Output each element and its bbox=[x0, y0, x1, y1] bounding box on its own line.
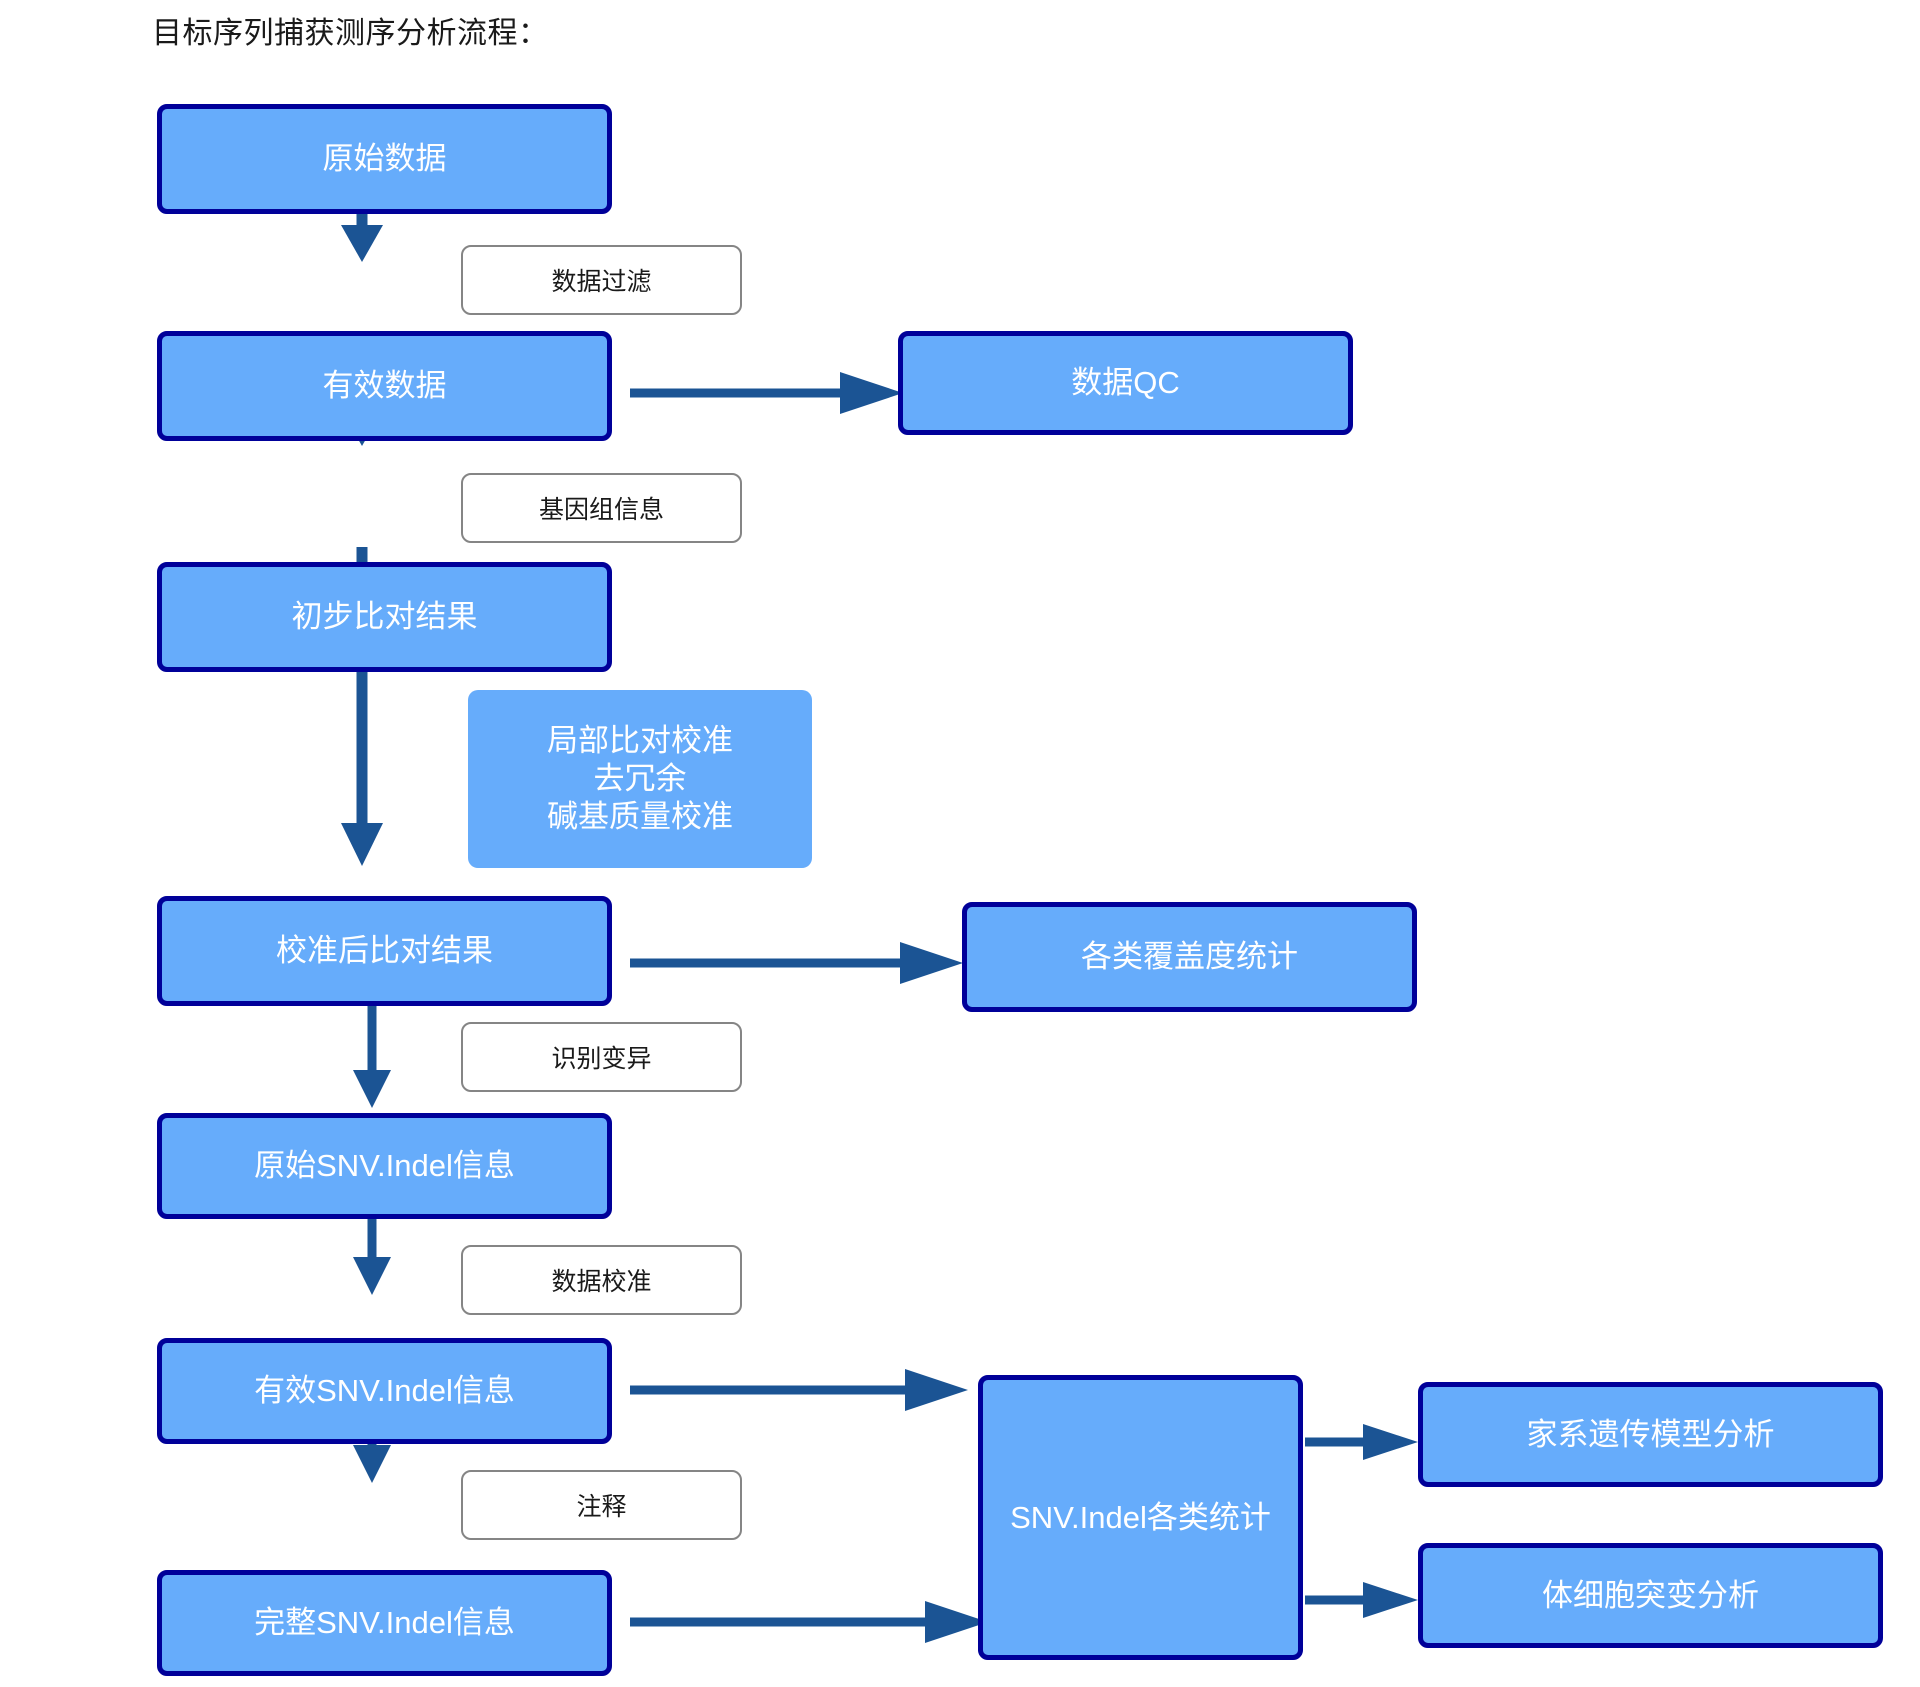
edge-label-data-filter[interactable]: 数据过滤 bbox=[461, 245, 742, 315]
realign-line-3: 碱基质量校准 bbox=[547, 798, 733, 834]
realign-line-2: 去冗余 bbox=[593, 761, 687, 797]
edge-label-data-calibration[interactable]: 数据校准 bbox=[461, 1245, 742, 1315]
node-full-snv-indel[interactable]: 完整SNV.Indel信息 bbox=[157, 1570, 612, 1676]
edge-label-genome-info[interactable]: 基因组信息 bbox=[461, 473, 742, 543]
node-realignment-block[interactable]: 局部比对校准 去冗余 碱基质量校准 bbox=[468, 690, 812, 868]
page-title: 目标序列捕获测序分析流程： bbox=[152, 17, 549, 50]
edge-label-variant-calling[interactable]: 识别变异 bbox=[461, 1022, 742, 1092]
node-pedigree-analysis[interactable]: 家系遗传模型分析 bbox=[1418, 1382, 1883, 1487]
node-clean-data[interactable]: 有效数据 bbox=[157, 331, 612, 441]
edge-clean-to-qc bbox=[630, 372, 903, 414]
node-data-qc[interactable]: 数据QC bbox=[898, 331, 1353, 435]
node-snv-indel-stats[interactable]: SNV.Indel各类统计 bbox=[978, 1375, 1303, 1660]
realign-line-1: 局部比对校准 bbox=[547, 723, 733, 759]
edge-calibrated-to-coverage bbox=[630, 942, 963, 984]
node-valid-snv-indel[interactable]: 有效SNV.Indel信息 bbox=[157, 1338, 612, 1444]
node-raw-snv-indel[interactable]: 原始SNV.Indel信息 bbox=[157, 1113, 612, 1219]
node-raw-data[interactable]: 原始数据 bbox=[157, 104, 612, 214]
edge-stats-to-somatic bbox=[1305, 1582, 1418, 1618]
node-somatic-analysis[interactable]: 体细胞突变分析 bbox=[1418, 1543, 1883, 1648]
edge-validsnv-to-stats bbox=[630, 1369, 968, 1411]
edge-calibrated-to-rawsnv bbox=[353, 1000, 391, 1108]
node-coverage-stats[interactable]: 各类覆盖度统计 bbox=[962, 902, 1417, 1012]
edge-fullsnv-to-stats bbox=[630, 1601, 988, 1643]
node-initial-alignment[interactable]: 初步比对结果 bbox=[157, 562, 612, 672]
node-calibrated-alignment[interactable]: 校准后比对结果 bbox=[157, 896, 612, 1006]
edge-label-annotation[interactable]: 注释 bbox=[461, 1470, 742, 1540]
edge-stats-to-pedigree bbox=[1305, 1424, 1418, 1460]
